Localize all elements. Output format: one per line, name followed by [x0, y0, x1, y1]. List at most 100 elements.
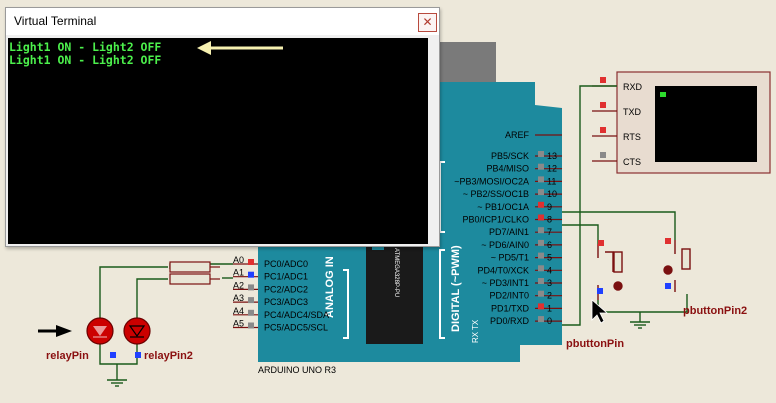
digital-pin-number: 1	[547, 303, 552, 313]
analog-pin-label: PC0/ADC0	[264, 259, 308, 269]
digital-pin-label: PB0/ICP1/CLKO	[462, 215, 529, 225]
digital-pin-number: 8	[547, 215, 552, 225]
chip-label: ATMEGA328P-PU	[393, 248, 399, 297]
digital-pin-number: 13	[547, 151, 557, 161]
digital-pin-state	[538, 252, 544, 259]
digital-pin-state	[538, 316, 544, 323]
analog-pin-state	[248, 322, 254, 329]
pbutton-pin2-label: pbuttonPin2	[683, 305, 747, 317]
digital-pin-state	[538, 290, 544, 297]
rx-label: RX	[471, 331, 480, 343]
relay-led-1[interactable]	[86, 317, 114, 345]
digital-pin-number: 10	[547, 189, 557, 199]
analog-pin-state	[248, 309, 254, 316]
digital-pin-number: 2	[547, 291, 552, 301]
analog-pin-label: PC2/ADC2	[264, 284, 308, 294]
digital-pin-label: PD4/T0/XCK	[477, 265, 529, 275]
vt-pin-state	[600, 77, 606, 83]
virtual-terminal-component[interactable]	[616, 71, 771, 174]
tx-label: TX	[471, 319, 480, 330]
aref-label: AREF	[505, 130, 530, 140]
analog-pin-label: PC1/ADC1	[264, 272, 308, 282]
terminal-title: Virtual Terminal	[14, 14, 97, 28]
btn2-top-state	[665, 238, 671, 244]
pbutton-pin-label: pbuttonPin	[566, 338, 624, 350]
digital-pin-number: 4	[547, 265, 552, 275]
resistor-2[interactable]	[169, 273, 220, 285]
terminal-line: Light1 ON - Light2 OFF	[9, 53, 162, 67]
board-name: ARDUINO UNO R3	[258, 365, 336, 375]
digital-pin-state	[538, 227, 544, 234]
analog-pin-number: A1	[233, 268, 244, 278]
analog-pin-number: A5	[233, 319, 244, 329]
vt-pin-label: TXD	[623, 107, 642, 117]
analog-pin-state	[248, 297, 254, 304]
digital-pin-state	[538, 214, 544, 221]
analog-pin-state	[248, 271, 254, 278]
resistor-1[interactable]	[169, 261, 220, 273]
board-brackets	[343, 161, 445, 339]
digital-pin-state	[538, 176, 544, 183]
digital-label: DIGITAL (~PWM)	[450, 245, 462, 332]
digital-pin-number: 9	[547, 202, 552, 212]
vt-pin-label: RXD	[623, 82, 643, 92]
vt-pin-label: CTS	[623, 157, 641, 167]
terminal-screen[interactable]: Light1 ON - Light2 OFF Light1 ON - Light…	[8, 38, 428, 244]
vt-pin-state	[600, 152, 606, 158]
digital-pin-label: PB4/MISO	[486, 164, 529, 174]
analog-pin-number: A4	[233, 306, 244, 316]
digital-pin-label: ~ PD3/INT1	[482, 278, 529, 288]
vt-pin-state	[600, 127, 606, 133]
digital-pin-number: 5	[547, 253, 552, 263]
digital-pin-number: 11	[547, 176, 556, 186]
analog-pin-number: A3	[233, 293, 244, 303]
led2-pin-state	[135, 352, 141, 358]
relay-pin-label: relayPin	[46, 350, 89, 362]
terminal-scrollbar[interactable]	[430, 38, 438, 244]
relay-led-2[interactable]	[123, 317, 151, 345]
arrow-right-icon	[38, 325, 72, 337]
digital-pin-label: ~ PD5/T1	[491, 253, 529, 263]
analog-pin-number: A0	[233, 255, 244, 265]
digital-pin-label: PD1/TXD	[491, 303, 530, 313]
analog-pin-state	[248, 259, 254, 265]
analog-pin-state	[248, 284, 254, 291]
btn2-bottom-state	[665, 283, 671, 289]
digital-pin-state	[538, 201, 544, 208]
digital-pin-label: PD0/RXD	[490, 316, 530, 326]
digital-pin-label: PD7/AIN1	[489, 227, 529, 237]
pushbutton-2[interactable]	[663, 240, 691, 292]
digital-pin-label: PB5/SCK	[491, 151, 529, 161]
digital-pin-state	[538, 189, 544, 196]
vt-pin-state	[600, 102, 606, 108]
digital-pin-state	[538, 163, 544, 170]
analog-pin-label: PC3/ADC3	[264, 297, 308, 307]
atmega-chip	[366, 244, 423, 344]
virtual-terminal-window[interactable]: Virtual Terminal ✕ Light1 ON - Light2 OF…	[5, 7, 440, 247]
digital-pin-number: 6	[547, 240, 552, 250]
digital-pin-state	[538, 239, 544, 246]
btn1-bottom-state	[597, 288, 603, 294]
close-button[interactable]: ✕	[418, 13, 437, 32]
vt-pin-label: RTS	[623, 132, 641, 142]
ground-symbol	[107, 321, 650, 387]
digital-pin-state	[538, 278, 544, 284]
analog-in-label: ANALOG IN	[324, 256, 336, 318]
analog-pin-number: A2	[233, 280, 244, 290]
digital-pin-number: 7	[547, 227, 552, 237]
relay-pin2-label: relayPin2	[144, 350, 193, 362]
mouse-cursor-icon	[591, 299, 609, 324]
digital-pin-label: ~ PB1/OC1A	[477, 202, 529, 212]
analog-pin-label: PC5/ADC5/SCL	[264, 323, 328, 333]
arrow-left-icon	[197, 41, 283, 55]
digital-pin-number: 0	[547, 316, 552, 326]
pushbutton-1[interactable]	[597, 244, 623, 300]
terminal-titlebar[interactable]: Virtual Terminal ✕	[6, 8, 439, 35]
board-header-shadow	[438, 42, 496, 82]
digital-pin-label: ~PB3/MOSI/OC2A	[454, 176, 529, 186]
btn1-top-state	[598, 240, 604, 246]
led1-pin-state	[110, 352, 116, 358]
digital-pin-number: 3	[547, 278, 552, 288]
digital-pin-number: 12	[547, 164, 557, 174]
